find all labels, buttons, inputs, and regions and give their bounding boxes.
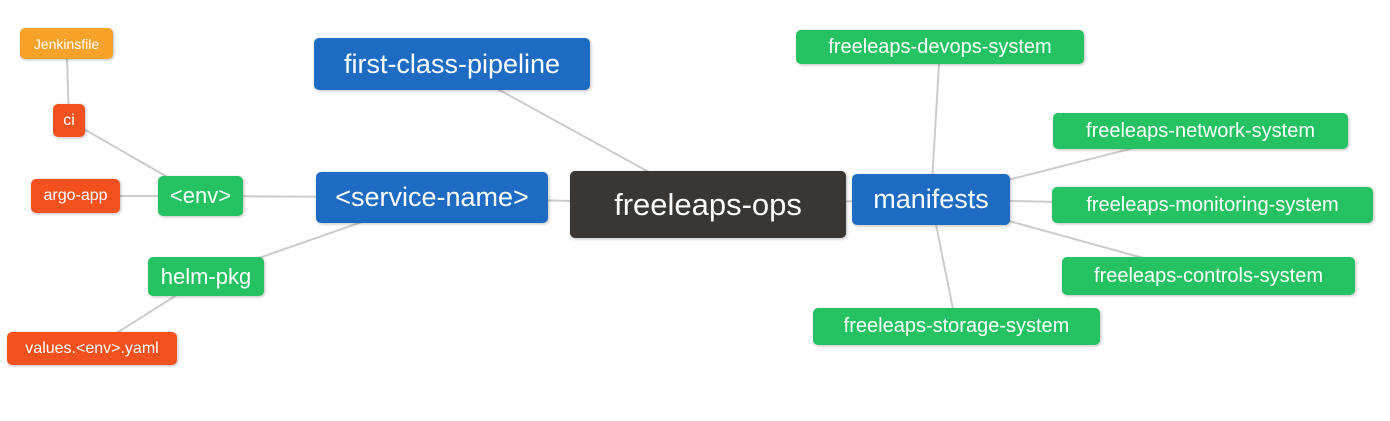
node-service-name[interactable]: <service-name>	[316, 172, 548, 223]
node-label-network-system: freeleaps-network-system	[1086, 119, 1315, 142]
node-devops-system[interactable]: freeleaps-devops-system	[796, 30, 1084, 64]
node-label-controls-system: freeleaps-controls-system	[1094, 264, 1323, 287]
node-values-env-yaml[interactable]: values.<env>.yaml	[7, 332, 177, 365]
node-label-storage-system: freeleaps-storage-system	[843, 315, 1070, 337]
node-label-monitoring-system: freeleaps-monitoring-system	[1086, 193, 1339, 216]
node-monitoring-system[interactable]: freeleaps-monitoring-system	[1052, 187, 1373, 223]
node-label-manifests: manifests	[873, 184, 989, 214]
node-first-class-pipeline[interactable]: first-class-pipeline	[314, 38, 590, 90]
node-label-freeleaps-ops: freeleaps-ops	[614, 186, 802, 222]
node-storage-system[interactable]: freeleaps-storage-system	[813, 308, 1100, 345]
node-argo-app[interactable]: argo-app	[31, 179, 120, 213]
node-ci[interactable]: ci	[53, 104, 85, 137]
node-freeleaps-ops[interactable]: freeleaps-ops	[570, 171, 846, 238]
node-network-system[interactable]: freeleaps-network-system	[1053, 113, 1348, 149]
node-controls-system[interactable]: freeleaps-controls-system	[1062, 257, 1355, 295]
node-label-devops-system: freeleaps-devops-system	[828, 35, 1052, 58]
node-label-jenkinsfile: Jenkinsfile	[33, 35, 100, 52]
node-jenkinsfile[interactable]: Jenkinsfile	[20, 28, 113, 59]
node-label-ci: ci	[63, 111, 75, 129]
node-env[interactable]: <env>	[158, 176, 243, 216]
node-manifests[interactable]: manifests	[852, 174, 1010, 225]
node-helm-pkg[interactable]: helm-pkg	[148, 257, 264, 296]
node-label-service-name: <service-name>	[335, 182, 529, 212]
node-label-env: <env>	[169, 183, 232, 208]
node-label-argo-app: argo-app	[43, 187, 108, 204]
node-label-helm-pkg: helm-pkg	[160, 263, 252, 289]
node-label-first-class-pipeline: first-class-pipeline	[343, 48, 561, 79]
node-label-values-env-yaml: values.<env>.yaml	[25, 339, 159, 357]
